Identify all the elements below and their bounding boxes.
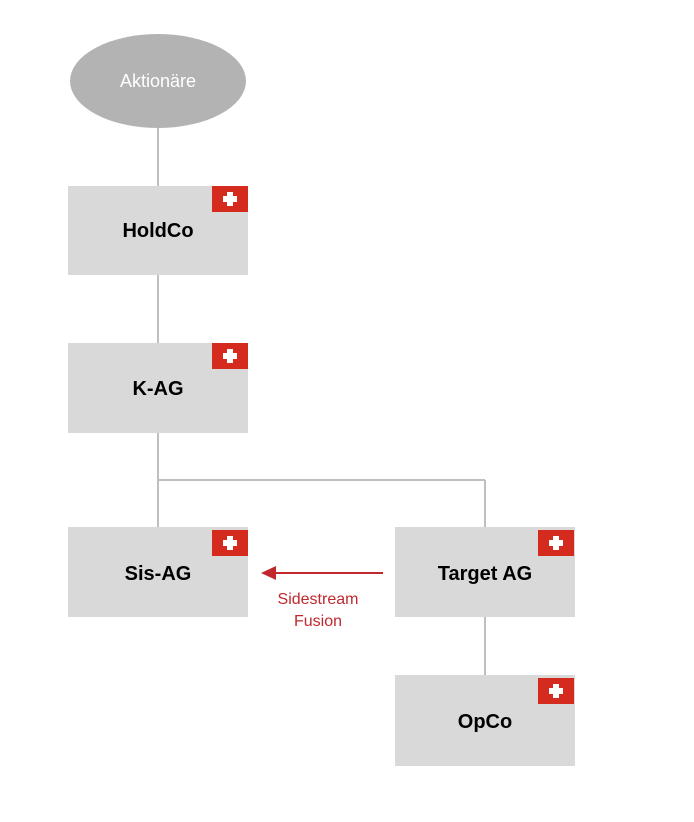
swiss-flag-icon xyxy=(212,343,248,369)
merger-label-line2: Fusion xyxy=(294,613,342,630)
swiss-flag-icon xyxy=(538,678,574,704)
swiss-flag-icon xyxy=(212,186,248,212)
entity-label: HoldCo xyxy=(122,220,193,242)
swiss-flag-icon xyxy=(538,530,574,556)
entity-label: K-AG xyxy=(132,378,183,400)
shareholders-oval xyxy=(70,34,246,128)
merger-arrow: Sidestream Fusion xyxy=(261,566,383,630)
entity-opco: OpCo xyxy=(395,675,575,766)
shareholders-label: Aktionäre xyxy=(120,71,196,91)
entity-label: OpCo xyxy=(458,711,512,733)
connector-lines xyxy=(157,128,486,675)
arrow-head-icon xyxy=(261,566,276,580)
entity-holdco: HoldCo xyxy=(68,186,248,275)
entity-label: Target AG xyxy=(438,563,532,585)
merger-label-line1: Sidestream xyxy=(278,591,359,608)
entity-label: Sis-AG xyxy=(125,563,192,585)
swiss-flag-icon xyxy=(212,530,248,556)
entity-targetag: Target AG xyxy=(395,527,575,617)
entity-sisag: Sis-AG xyxy=(68,527,248,617)
entity-kag: K-AG xyxy=(68,343,248,433)
shareholders-node: Aktionäre xyxy=(70,34,246,128)
